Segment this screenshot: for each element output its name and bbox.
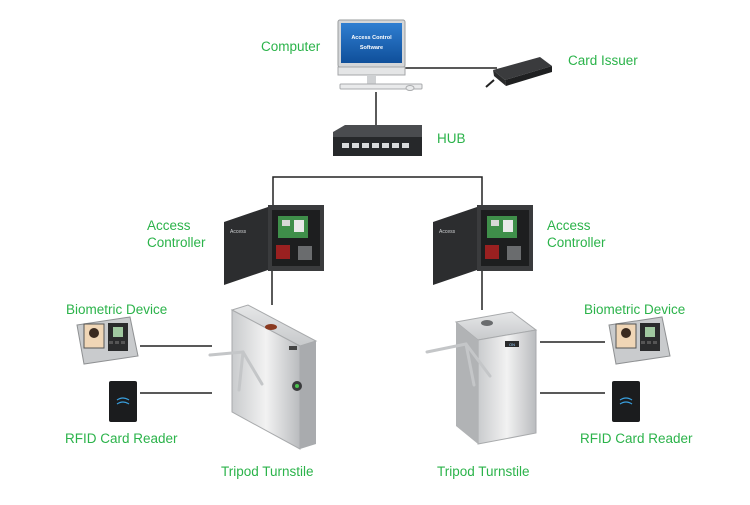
- label-access-controller-right-line1: Access: [547, 218, 591, 233]
- label-access-controller-left-line2: Controller: [147, 235, 206, 250]
- card-issuer-device: [485, 57, 552, 88]
- label-turnstile-right: Tripod Turnstile: [437, 464, 530, 479]
- line-hub-to-controllers: [272, 176, 483, 205]
- label-turnstile-left: Tripod Turnstile: [221, 464, 314, 479]
- rfid-left-device: [109, 381, 137, 422]
- label-biometric-left: Biometric Device: [66, 302, 168, 317]
- label-access-controller-left-line1: Access: [147, 218, 191, 233]
- label-computer: Computer: [261, 39, 321, 54]
- access-controller-right-device: Access: [433, 205, 533, 285]
- label-hub: HUB: [437, 131, 466, 146]
- rfid-wave-icon: [116, 397, 130, 405]
- label-card-issuer: Card Issuer: [568, 53, 638, 68]
- label-rfid-left: RFID Card Reader: [65, 431, 178, 446]
- biometric-right-device: [608, 316, 671, 365]
- mouse: [405, 85, 415, 91]
- turnstile-left-device: [208, 304, 318, 450]
- computer-screen: [341, 23, 402, 63]
- hub-device: [333, 125, 422, 156]
- turnstile-lcd-text: ON: [509, 342, 515, 347]
- keyboard: [339, 83, 423, 90]
- connection-lines: [140, 67, 605, 394]
- screen-line-2: Software: [360, 45, 383, 51]
- computer-device: Access Control Software: [337, 19, 423, 91]
- turnstile-right-device: ON: [425, 311, 538, 445]
- controller-left-door-text: Access: [230, 229, 247, 235]
- label-biometric-right: Biometric Device: [584, 302, 686, 317]
- screen-line-1: Access Control: [351, 35, 392, 41]
- label-rfid-right: RFID Card Reader: [580, 431, 693, 446]
- access-controller-left-device: Access: [224, 205, 324, 285]
- biometric-left-device: [76, 316, 139, 365]
- controller-right-door-text: Access: [439, 229, 456, 235]
- rfid-wave-icon: [619, 397, 633, 405]
- rfid-right-device: [612, 381, 640, 422]
- label-access-controller-right-line2: Controller: [547, 235, 606, 250]
